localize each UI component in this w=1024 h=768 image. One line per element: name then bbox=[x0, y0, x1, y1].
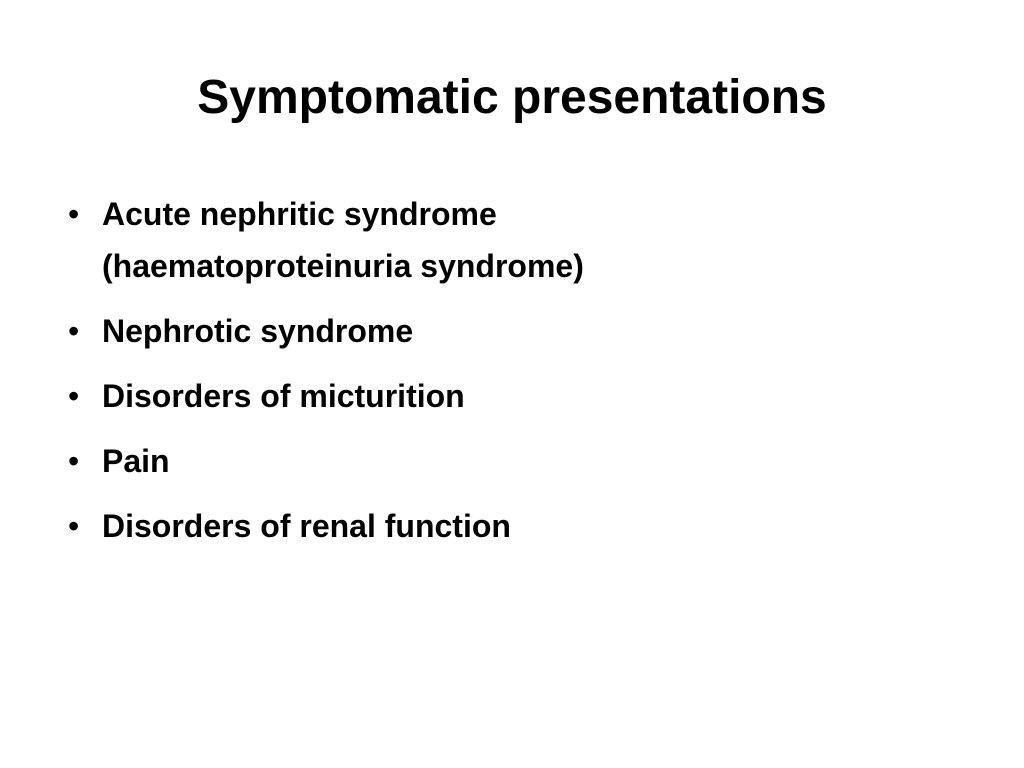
bullet-icon: • bbox=[68, 378, 80, 414]
bullet-icon: • bbox=[68, 443, 80, 479]
bullet-icon: • bbox=[68, 196, 80, 232]
list-item: • Disorders of renal function bbox=[60, 500, 960, 552]
bullet-icon: • bbox=[68, 508, 80, 544]
list-item: • Nephrotic syndrome bbox=[60, 305, 960, 357]
list-item: • Pain bbox=[60, 435, 960, 487]
list-item-text: Disorders of renal function bbox=[102, 508, 511, 544]
list-item-text: Pain bbox=[102, 443, 170, 479]
bullet-icon: • bbox=[68, 313, 80, 349]
list-item-text: Disorders of micturition bbox=[102, 378, 465, 414]
list-item-text: Nephrotic syndrome bbox=[102, 313, 414, 349]
list-item: • Disorders of micturition bbox=[60, 370, 960, 422]
list-item-text: Acute nephritic syndrome (haematoprotein… bbox=[102, 196, 584, 284]
bullet-list: • Acute nephritic syndrome (haematoprote… bbox=[60, 188, 960, 565]
slide-title: Symptomatic presentations bbox=[197, 71, 827, 124]
list-item: • Acute nephritic syndrome (haematoprote… bbox=[60, 188, 960, 292]
